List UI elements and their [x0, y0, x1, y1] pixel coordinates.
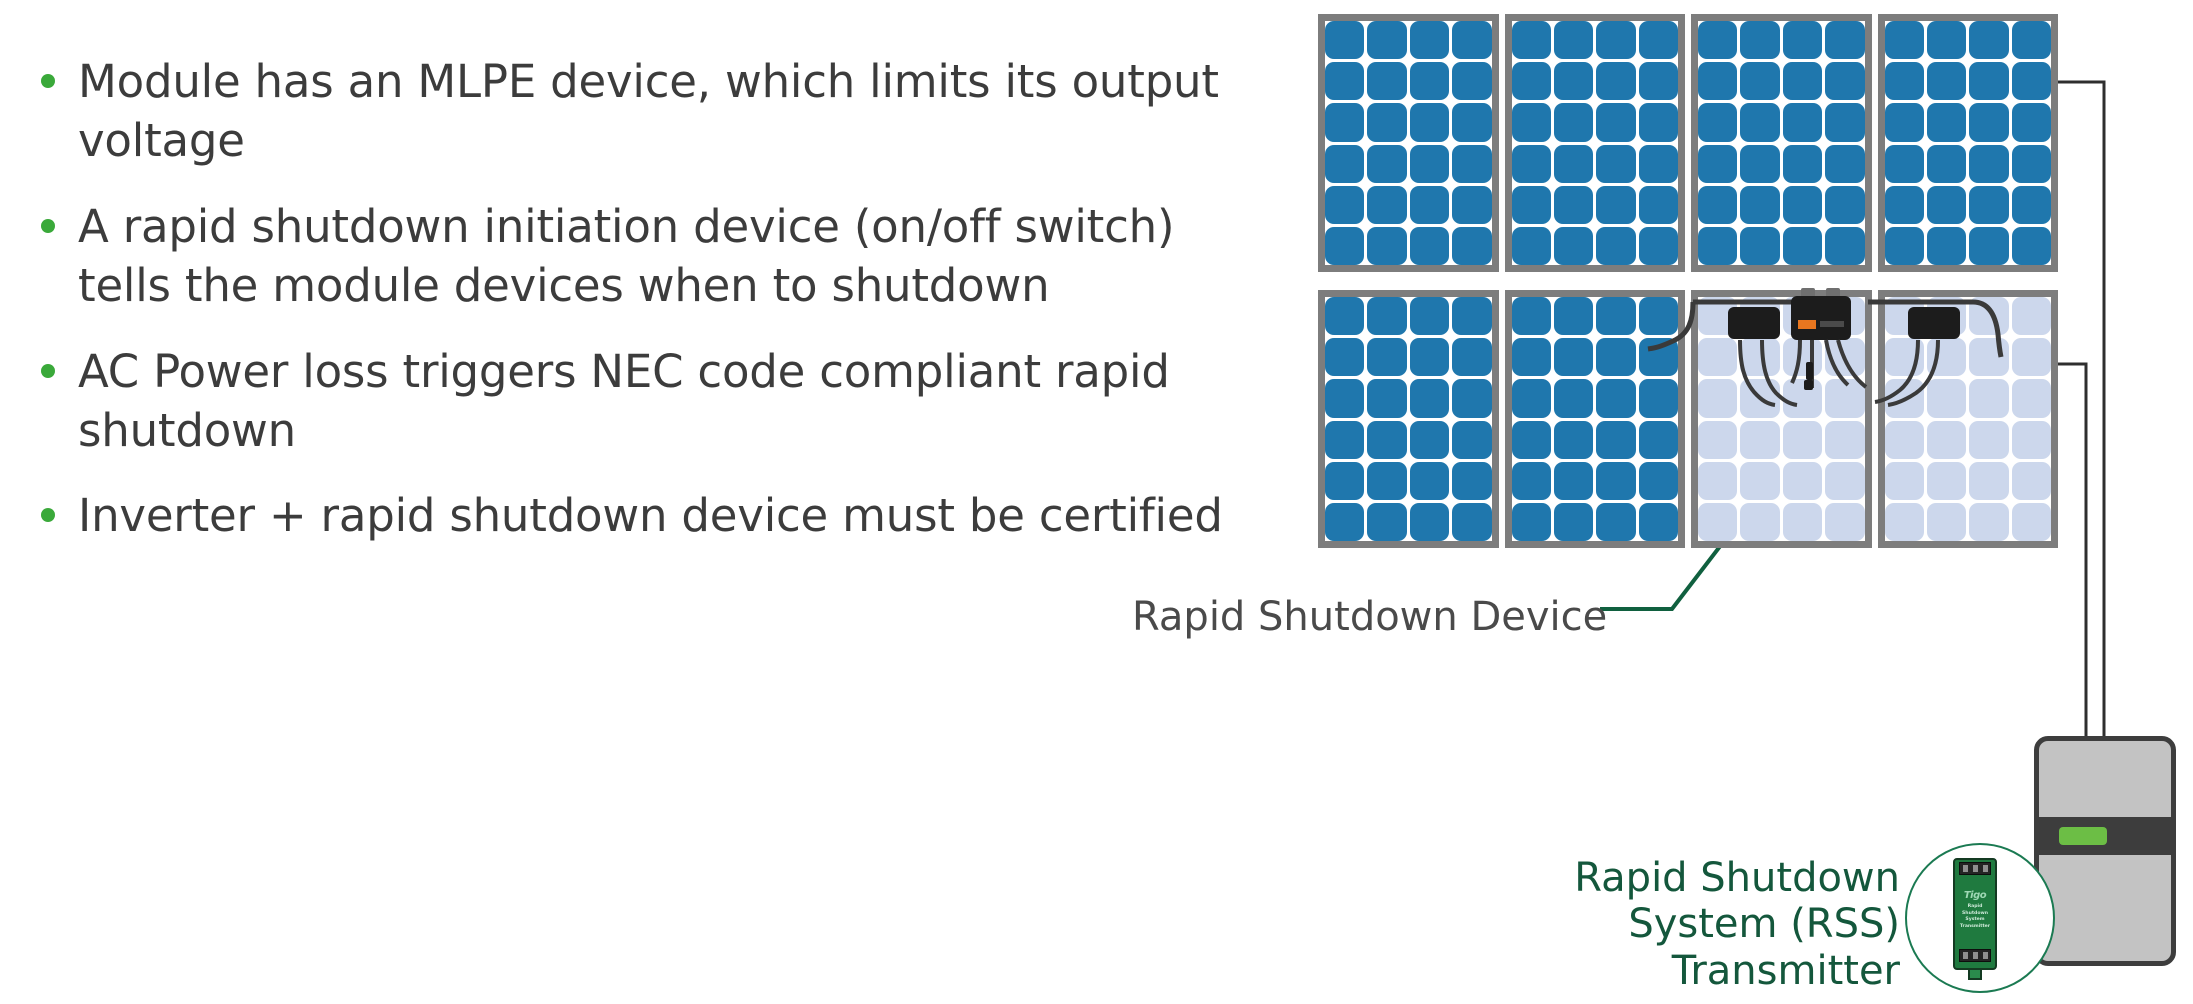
rss-label-line-1: Rapid Shutdown — [1574, 855, 1900, 901]
bullet-dot-icon — [18, 342, 78, 378]
rss-transmitter-label: Rapid Shutdown System (RSS) Transmitter — [1480, 855, 1900, 994]
rss-label-line-3: Transmitter — [1671, 947, 1900, 994]
list-item: Module has an MLPE device, which limits … — [18, 52, 1238, 171]
solar-panel-shutdown[interactable] — [1691, 290, 1872, 548]
bullet-dot-icon — [18, 52, 78, 88]
rss-caption-line-2: Shutdown — [1961, 910, 1988, 916]
solar-panel[interactable] — [1318, 14, 1499, 272]
bullet-text: AC Power loss triggers NEC code complian… — [78, 344, 1170, 457]
rss-caption-line-3: System — [1965, 917, 1985, 923]
tigo-logo: Tigo — [1963, 890, 1987, 901]
inverter[interactable] — [2034, 736, 2176, 966]
solar-panel[interactable] — [1504, 14, 1685, 272]
rss-terminal-top — [1959, 862, 1991, 875]
rss-device-caption: Rapid Shutdown System Transmitter — [1954, 904, 1996, 931]
bullet-text: Inverter + rapid shutdown device must be… — [78, 489, 1223, 543]
rss-terminal-bottom — [1959, 949, 1991, 962]
bullet-dot-icon — [18, 486, 78, 523]
solar-panel[interactable] — [1504, 290, 1685, 548]
bullet-text: Module has an MLPE device, which limits … — [78, 55, 1219, 168]
rss-label-line-2: System (RSS) — [1628, 901, 1900, 948]
solar-panel-shutdown[interactable] — [1877, 290, 2058, 548]
panel-row-bottom — [1318, 290, 2058, 548]
bullet-text: A rapid shutdown initiation device (on/o… — [78, 199, 1175, 313]
panel-row-top — [1318, 14, 2058, 272]
list-item: Inverter + rapid shutdown device must be… — [18, 486, 1238, 545]
rss-caption-line-1: Rapid — [1967, 904, 1983, 909]
rss-din-clip — [1968, 970, 1982, 980]
rss-caption-line-4: Transmitter — [1959, 923, 1991, 929]
bullet-list: Module has an MLPE device, which limits … — [18, 52, 1238, 572]
rss-transmitter-device[interactable]: Tigo Rapid Shutdown System Transmitter — [1951, 852, 1999, 980]
solar-panel[interactable] — [1877, 14, 2058, 272]
solar-panel[interactable] — [1691, 14, 1872, 272]
bullet-dot-icon — [18, 197, 78, 233]
inverter-status-led — [2059, 827, 2107, 845]
list-item: AC Power loss triggers NEC code complian… — [18, 342, 1238, 461]
solar-panel[interactable] — [1318, 290, 1499, 548]
list-item: A rapid shutdown initiation device (on/o… — [18, 197, 1238, 316]
solar-panel-array — [1318, 14, 2058, 548]
rapid-shutdown-device-label: Rapid Shutdown Device — [1132, 594, 1608, 640]
